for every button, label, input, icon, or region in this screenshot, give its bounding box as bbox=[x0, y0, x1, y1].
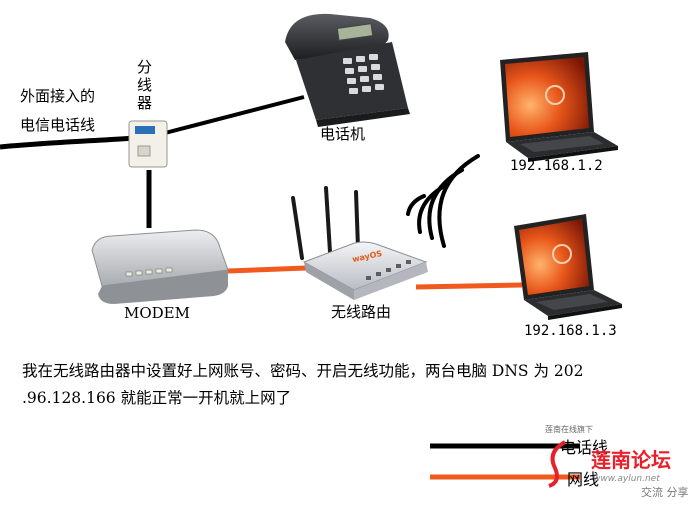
watermark-swirl-icon bbox=[545, 438, 575, 488]
wifi-signal-icon bbox=[406, 154, 480, 248]
modem-image bbox=[91, 229, 229, 304]
splitter-box bbox=[128, 120, 168, 168]
incoming-line-label: 外面接入的 电信电话线 bbox=[20, 82, 95, 141]
watermark-name: 莲南论坛 bbox=[591, 448, 671, 472]
modem-label: MODEM bbox=[124, 304, 190, 322]
splitter-label-char-2: 线 bbox=[137, 76, 153, 94]
network-line-router-laptop2 bbox=[415, 282, 523, 290]
legend-network-line-label: 网线 bbox=[567, 470, 600, 489]
description-text: 我在无线路由器中设置好上网账号、密码、开启无线功能，两台电脑 DNS 为 202… bbox=[22, 358, 692, 412]
splitter-label: 分 线 器 bbox=[137, 58, 152, 112]
phone-label: 电话机 bbox=[320, 125, 366, 143]
phone-line-incoming bbox=[0, 135, 136, 150]
laptop-1-image bbox=[500, 52, 618, 162]
splitter-label-char-3: 器 bbox=[137, 94, 153, 112]
incoming-line-label-1: 外面接入的 bbox=[20, 87, 96, 105]
description-line-1: 我在无线路由器中设置好上网账号、密码、开启无线功能，两台电脑 DNS 为 202 bbox=[22, 362, 584, 380]
legend-phone-line-label: 电话线 bbox=[560, 438, 609, 457]
router-image bbox=[291, 186, 428, 300]
watermark-slogan: 交流 分享 bbox=[641, 486, 689, 499]
laptop-1-ip-label: 192.168.1.2 bbox=[510, 158, 603, 174]
forum-watermark-logo: 莲南在线旗下 莲南论坛 www.aylun.net 交流 分享 bbox=[545, 424, 695, 504]
description-line-2: .96.128.166 就能正常一开机就上网了 bbox=[22, 389, 292, 408]
laptop-2-image bbox=[514, 214, 622, 320]
splitter-label-char-1: 分 bbox=[137, 58, 153, 76]
network-line-modem-router bbox=[227, 265, 307, 274]
watermark-site: www.aylun.net bbox=[593, 474, 660, 484]
laptop-2-ip-label: 192.168.1.3 bbox=[524, 323, 617, 339]
incoming-line-label-2: 电信电话线 bbox=[20, 116, 96, 135]
phone-line-to-phone bbox=[164, 95, 305, 135]
telephone-image bbox=[285, 13, 410, 127]
watermark-tagline: 莲南在线旗下 bbox=[545, 425, 593, 434]
router-label: 无线路由 bbox=[331, 303, 392, 321]
